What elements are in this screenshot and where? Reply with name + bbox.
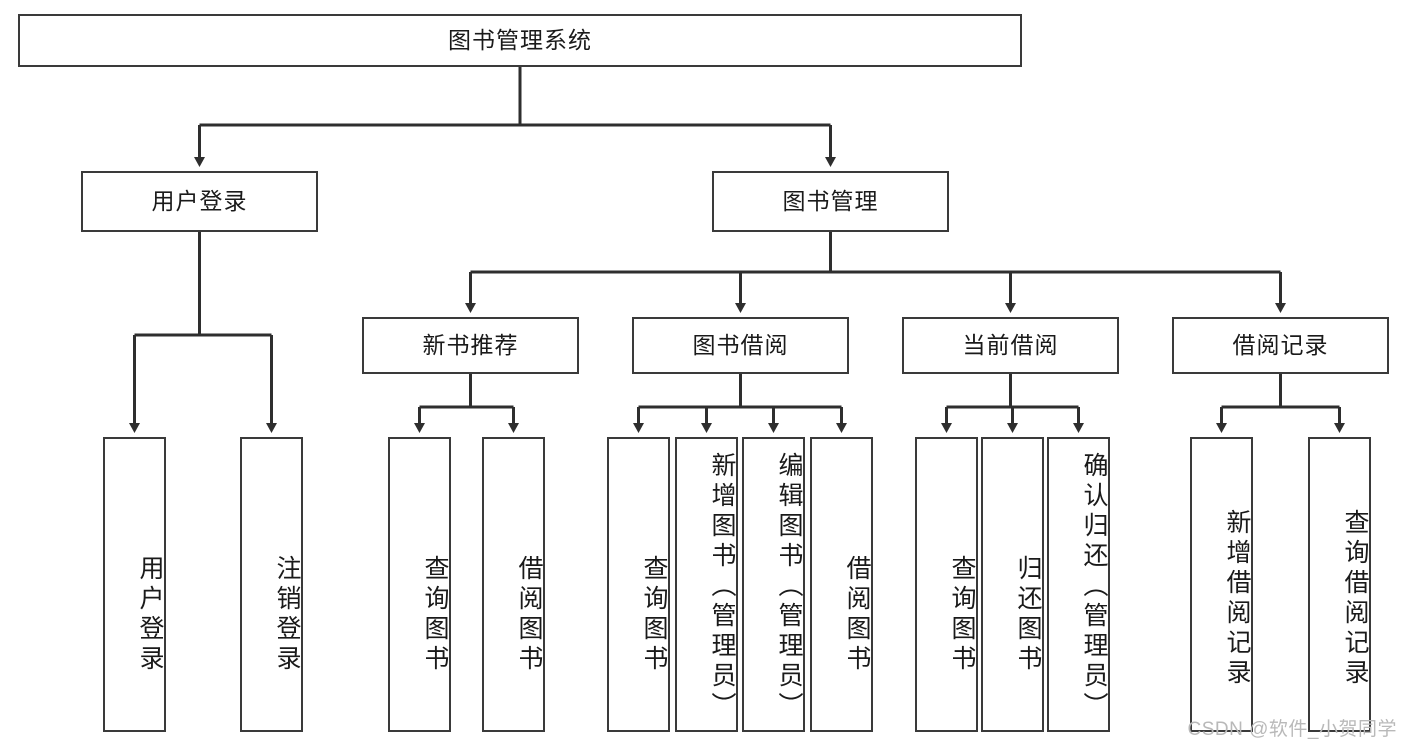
node-leaf-add-book-label: 新增图书（管理员） [708, 451, 736, 722]
node-leaf-edit-book-label: 编辑图书（管理员） [775, 451, 803, 722]
node-leaf-borrow-book-2-label: 借阅图书 [843, 554, 871, 675]
node-root[interactable]: 图书管理系统 [18, 14, 1022, 67]
node-leaf-return-book-label: 归还图书 [1014, 554, 1042, 675]
node-leaf-edit-book[interactable]: 编辑图书（管理员） [742, 437, 805, 732]
node-book-borrow[interactable]: 图书借阅 [632, 317, 849, 374]
node-leaf-query-record-label: 查询借阅记录 [1341, 508, 1369, 689]
node-leaf-query-book-2-label: 查询图书 [640, 554, 668, 675]
node-book-borrow-label: 图书借阅 [692, 332, 789, 359]
node-leaf-borrow-book-1-label: 借阅图书 [515, 554, 543, 675]
node-user-login-label: 用户登录 [151, 188, 248, 215]
node-leaf-query-book-2[interactable]: 查询图书 [607, 437, 670, 732]
node-user-login[interactable]: 用户登录 [81, 171, 318, 232]
node-leaf-query-book-1[interactable]: 查询图书 [388, 437, 451, 732]
node-leaf-add-record-label: 新增借阅记录 [1223, 508, 1251, 689]
node-leaf-query-book-3[interactable]: 查询图书 [915, 437, 978, 732]
node-borrow-record-label: 借阅记录 [1232, 332, 1329, 359]
node-leaf-user-login[interactable]: 用户登录 [103, 437, 166, 732]
node-leaf-borrow-book-1[interactable]: 借阅图书 [482, 437, 545, 732]
node-leaf-confirm-return[interactable]: 确认归还（管理员） [1047, 437, 1110, 732]
node-new-book-rec-label: 新书推荐 [422, 332, 519, 359]
node-leaf-confirm-return-label: 确认归还（管理员） [1080, 451, 1108, 722]
node-new-book-rec[interactable]: 新书推荐 [362, 317, 579, 374]
watermark-text: CSDN @软件_小贺同学 [1187, 719, 1397, 740]
node-leaf-logout-label: 注销登录 [273, 554, 301, 675]
node-current-borrow-label: 当前借阅 [962, 332, 1059, 359]
node-leaf-add-book[interactable]: 新增图书（管理员） [675, 437, 738, 732]
node-leaf-logout[interactable]: 注销登录 [240, 437, 303, 732]
node-leaf-add-record[interactable]: 新增借阅记录 [1190, 437, 1253, 732]
node-root-label: 图书管理系统 [448, 27, 592, 54]
node-leaf-query-record[interactable]: 查询借阅记录 [1308, 437, 1371, 732]
node-leaf-borrow-book-2[interactable]: 借阅图书 [810, 437, 873, 732]
node-leaf-query-book-3-label: 查询图书 [948, 554, 976, 675]
node-current-borrow[interactable]: 当前借阅 [902, 317, 1119, 374]
node-leaf-user-login-label: 用户登录 [136, 554, 164, 675]
node-borrow-record[interactable]: 借阅记录 [1172, 317, 1389, 374]
node-leaf-query-book-1-label: 查询图书 [421, 554, 449, 675]
node-leaf-return-book[interactable]: 归还图书 [981, 437, 1044, 732]
node-book-manage[interactable]: 图书管理 [712, 171, 949, 232]
node-book-manage-label: 图书管理 [782, 188, 879, 215]
